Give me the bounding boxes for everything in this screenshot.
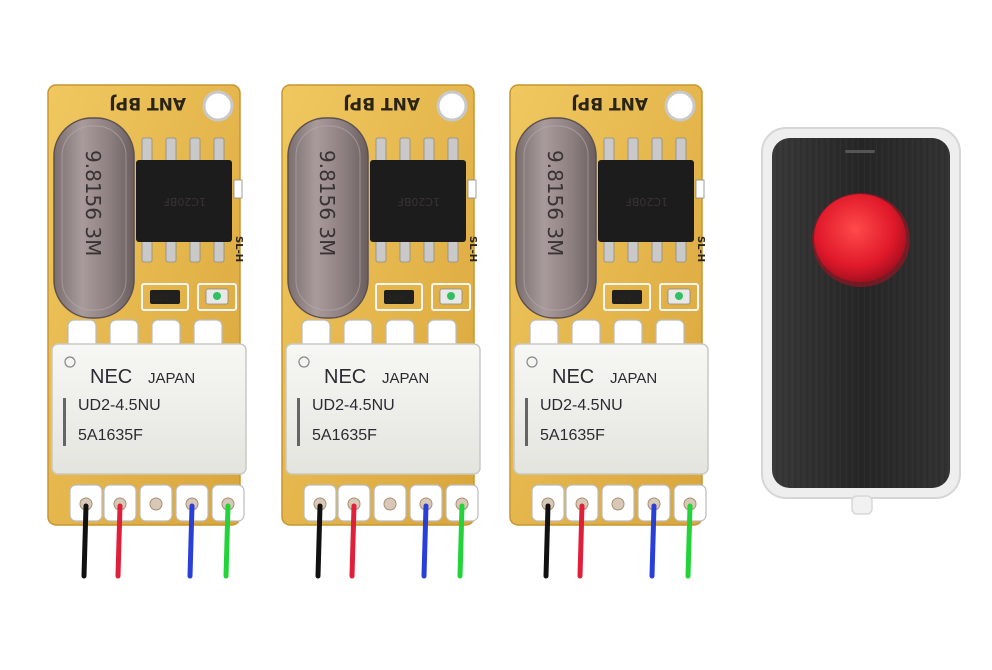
led-indicator: [675, 292, 683, 300]
wire: [81, 503, 89, 579]
antenna-hole: [664, 90, 696, 122]
resistor-label: 222: [615, 294, 632, 303]
relay-code: 5A1635F: [78, 427, 143, 444]
relay-code: 5A1635F: [312, 427, 377, 444]
wire: [115, 503, 123, 579]
wire: [649, 503, 657, 579]
side-silkscreen: SL-H: [695, 236, 706, 262]
relay: [285, 343, 481, 475]
crystal-label: 9.8156 3M: [543, 150, 567, 256]
smd-resistor: [612, 290, 642, 304]
relay-country: JAPAN: [610, 370, 657, 387]
relay-brand: NEC: [90, 366, 132, 388]
antenna-hole: [436, 90, 468, 122]
relay-model: UD2-4.5NU: [312, 397, 395, 414]
relay-country: JAPAN: [148, 370, 195, 387]
crystal-oscillator: [287, 117, 369, 319]
led-indicator: [447, 292, 455, 300]
wire: [543, 503, 551, 579]
red-push-button[interactable]: [814, 194, 906, 282]
crystal-oscillator: [53, 117, 135, 319]
ic-chip: [598, 160, 694, 242]
relay-model: UD2-4.5NU: [540, 397, 623, 414]
wire: [457, 503, 465, 579]
relay-country: JAPAN: [382, 370, 429, 387]
side-silkscreen: SL-H: [467, 236, 478, 262]
wire: [187, 503, 195, 579]
relay-brand: NEC: [552, 366, 594, 388]
wire: [685, 503, 693, 579]
wire: [577, 503, 585, 579]
relay: [513, 343, 709, 475]
resistor-label: 222: [153, 294, 170, 303]
chip-label: 1C20BF: [163, 195, 206, 208]
relay-brand: NEC: [324, 366, 366, 388]
smd-resistor: [150, 290, 180, 304]
chip-label: 1C20BF: [625, 195, 668, 208]
resistor-label: 222: [387, 294, 404, 303]
ic-chip: [370, 160, 466, 242]
remote-control: [761, 127, 961, 515]
pcb-silkscreen: ANT BPJ: [109, 93, 186, 113]
smd-resistor: [384, 290, 414, 304]
relay: [51, 343, 247, 475]
wire: [223, 503, 231, 579]
chip-label: 1C20BF: [397, 195, 440, 208]
antenna-hole: [202, 90, 234, 122]
relay-code: 5A1635F: [540, 427, 605, 444]
ic-chip: [136, 160, 232, 242]
led-indicator: [213, 292, 221, 300]
crystal-label: 9.8156 3M: [81, 150, 105, 256]
crystal-oscillator: [515, 117, 597, 319]
side-silkscreen: SL-H: [233, 236, 244, 262]
pcb-silkscreen: ANT BPJ: [571, 93, 648, 113]
relay-model: UD2-4.5NU: [78, 397, 161, 414]
wire: [349, 503, 357, 579]
crystal-label: 9.8156 3M: [315, 150, 339, 256]
pcb-silkscreen: ANT BPJ: [343, 93, 420, 113]
wire: [315, 503, 323, 579]
wire: [421, 503, 429, 579]
